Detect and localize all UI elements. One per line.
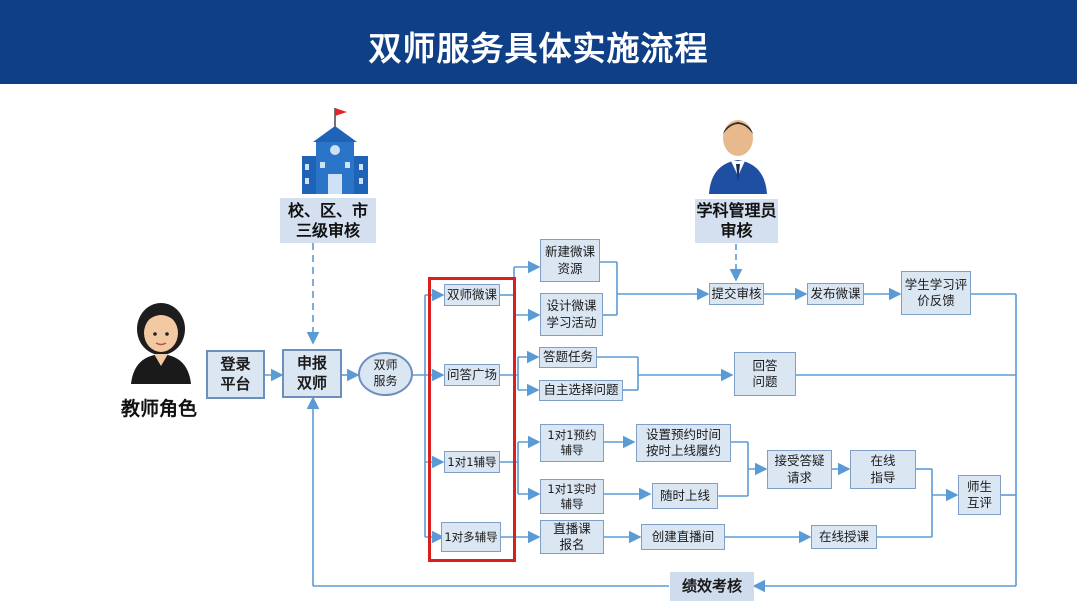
new-micro-resource-node: 新建微课 资源: [540, 239, 600, 282]
page-title: 双师服务具体实施流程: [368, 29, 709, 68]
login-platform-node: 登录 平台: [206, 350, 265, 399]
dual-teacher-service-node: 双师 服务: [358, 352, 413, 396]
service-types-highlight: [428, 277, 516, 562]
publish-micro-node: 发布微课: [807, 283, 864, 305]
header-bar: 双师服务具体实施流程: [0, 0, 1077, 84]
accept-qa-request-node: 接受答疑 请求: [767, 450, 832, 489]
admin-avatar-icon: [709, 120, 767, 194]
one-to-many-node: 1对多辅导: [441, 522, 501, 552]
self-select-question-node: 自主选择问题: [539, 380, 623, 401]
answer-task-node: 答题任务: [539, 347, 597, 368]
answer-question-node: 回答 问题: [734, 352, 796, 396]
online-anytime-node: 随时上线: [652, 483, 718, 509]
admin-review-label: 学科管理员 审核: [695, 199, 778, 243]
one-on-one-appointment-node: 1对1预约 辅导: [540, 424, 604, 462]
design-micro-activity-node: 设计微课 学习活动: [540, 293, 603, 336]
apply-dual-teacher-node: 申报 双师: [282, 349, 342, 398]
one-on-one-node: 1对1辅导: [444, 451, 500, 473]
one-on-one-realtime-node: 1对1实时 辅导: [540, 479, 604, 514]
online-teaching-node: 在线授课: [811, 525, 877, 549]
create-live-room-node: 创建直播间: [641, 524, 725, 550]
performance-review-node: 绩效考核: [670, 572, 754, 601]
teacher-role-label: 教师角色: [121, 398, 198, 420]
teacher-avatar-icon: [131, 303, 191, 384]
school-review-label: 校、区、市 三级审核: [280, 198, 376, 243]
dual-micro-course-node: 双师微课: [444, 284, 500, 306]
qa-square-node: 问答广场: [444, 364, 500, 386]
student-feedback-node: 学生学习评 价反馈: [901, 271, 971, 315]
school-building-icon: [302, 108, 368, 194]
mutual-evaluation-node: 师生 互评: [958, 475, 1001, 515]
online-guidance-node: 在线 指导: [850, 450, 916, 489]
set-appointment-time-node: 设置预约时间 按时上线履约: [636, 424, 731, 462]
live-course-signup-node: 直播课 报名: [540, 520, 604, 554]
submit-review-node: 提交审核: [709, 283, 764, 305]
